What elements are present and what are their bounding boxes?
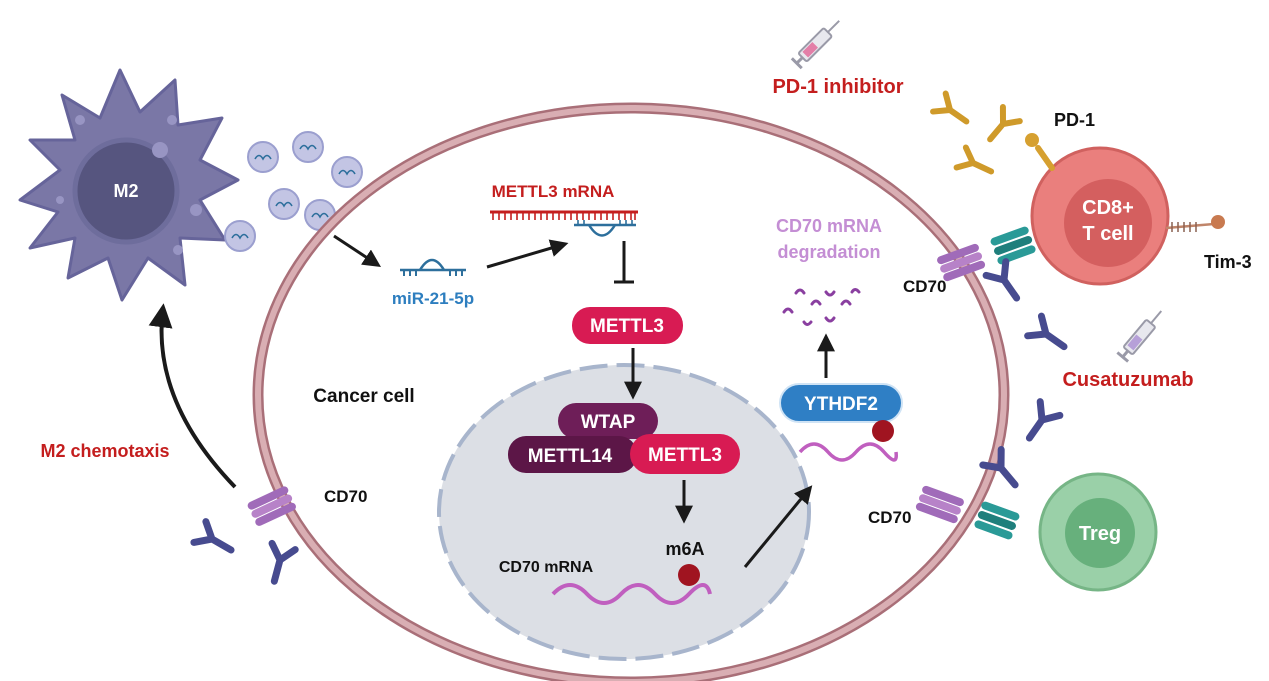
cd70-tcell-label: CD70 (903, 277, 946, 296)
mettl3-top-label: METTL3 (590, 316, 664, 337)
cusatuzumab-antibody-1 (986, 262, 1026, 305)
pd1-inhibitor-antibody-3 (957, 148, 996, 182)
exosome-vesicles (224, 131, 363, 252)
tim3-label: Tim-3 (1204, 252, 1252, 272)
cd70-left-label: CD70 (324, 487, 367, 506)
pd1-inhibitor-label: PD-1 inhibitor (772, 76, 903, 98)
arrow-to-ythdf2 (743, 485, 813, 568)
arrow-m2-chemotaxis (148, 303, 237, 489)
m2-label: M2 (113, 181, 138, 201)
m2-chemotaxis-label: M2 chemotaxis (40, 441, 169, 461)
m6a-label: m6A (665, 539, 704, 559)
degraded-mrna-fragments (782, 288, 861, 326)
cusatuzumab-antibody-2 (1028, 316, 1071, 356)
tim3-receptor (1165, 215, 1225, 232)
cd70-receptor-treg (914, 484, 966, 525)
cusatuzumab-antibody-3 (1020, 402, 1060, 445)
cd8-label-line2: T cell (1082, 223, 1133, 245)
degradation-label-line2: degradation (777, 242, 880, 262)
pd1-inhibitor-antibody-1 (933, 94, 973, 131)
treg-nucleus (1065, 498, 1135, 568)
cd70-mrna-label: CD70 mRNA (499, 559, 594, 576)
mettl14-label: METTL14 (528, 446, 613, 467)
ythdf2-m6a-mark (872, 420, 894, 442)
wtap-label: WTAP (581, 412, 636, 433)
cd8-t-cell-nucleus (1064, 179, 1152, 267)
m2-nucleus (72, 137, 180, 245)
arrow-vesicle-to-mir (333, 234, 382, 267)
degradation-label-line1: CD70 mRNA (776, 216, 882, 236)
mir-label: miR-21-5p (392, 289, 474, 308)
mettl3-complex-pill (630, 434, 740, 474)
ythdf2-label: YTHDF2 (804, 394, 878, 415)
methyltransferase-complex: WTAP METTL14 METTL3 (508, 403, 740, 474)
treg-label: Treg (1079, 523, 1121, 545)
pd1-receptor (1025, 133, 1055, 171)
mir-21-5p: miR-21-5p (392, 258, 474, 308)
cancer-cell-label: Cancer cell (313, 386, 414, 407)
mettl14-pill (508, 436, 637, 473)
mettl3-complex-label: METTL3 (648, 445, 722, 466)
pd1-label: PD-1 (1054, 110, 1095, 130)
antibody-left-1 (194, 522, 237, 561)
ythdf2-mrna (798, 442, 898, 462)
wtap-pill (558, 403, 658, 439)
pd1-inhibitor-antibody-2 (982, 107, 1020, 146)
syringe-icon-cusatuzumab (1116, 310, 1163, 363)
cd70-treg-label: CD70 (868, 508, 911, 527)
cd27-receptor-tcell (989, 225, 1037, 266)
mettl3-mrna: METTL3 mRNA (490, 182, 638, 237)
mettl3-mrna-label: METTL3 mRNA (492, 182, 615, 201)
mettl3-protein: METTL3 (572, 307, 683, 344)
antibody-left-2 (263, 543, 295, 584)
m2-macrophage: M2 (18, 68, 240, 302)
syringe-icon-pd1-inhibitor (790, 20, 840, 70)
cusatuzumab-label: Cusatuzumab (1062, 369, 1193, 391)
arrow-mir-to-mrna (486, 239, 569, 269)
cd8-label-line1: CD8+ (1082, 197, 1134, 219)
cd70-mrna-strand (551, 583, 712, 605)
ythdf2-reader: YTHDF2 (779, 383, 903, 462)
m6a-mark (678, 564, 700, 586)
